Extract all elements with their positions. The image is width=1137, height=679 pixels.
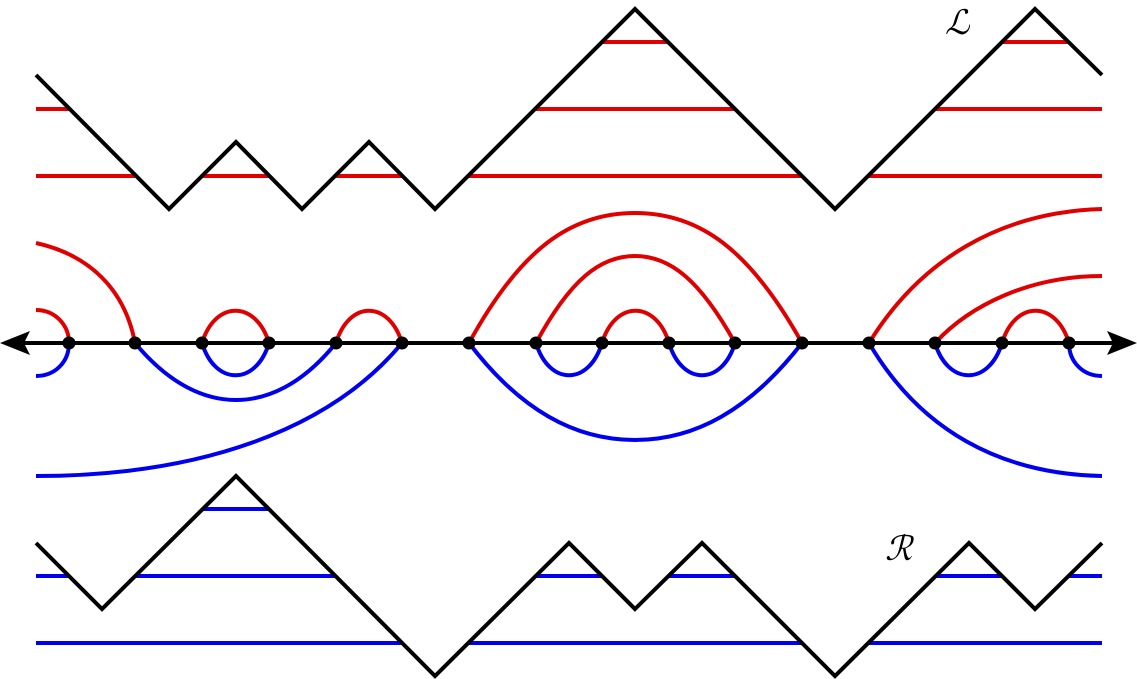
right-arrow-icon bbox=[1107, 331, 1137, 355]
blue-arcs bbox=[35, 341, 1103, 478]
label-R: ℛ bbox=[885, 529, 915, 569]
left-arrow-icon bbox=[0, 331, 30, 355]
label-L: ℒ bbox=[945, 3, 971, 43]
bottom-lattice-path bbox=[34, 473, 1104, 679]
red-arcs bbox=[35, 207, 1103, 345]
top-red-levels bbox=[36, 40, 1102, 178]
axis-points bbox=[62, 336, 1076, 350]
top-lattice-path bbox=[34, 6, 1104, 212]
bottom-blue-levels bbox=[36, 507, 1102, 645]
